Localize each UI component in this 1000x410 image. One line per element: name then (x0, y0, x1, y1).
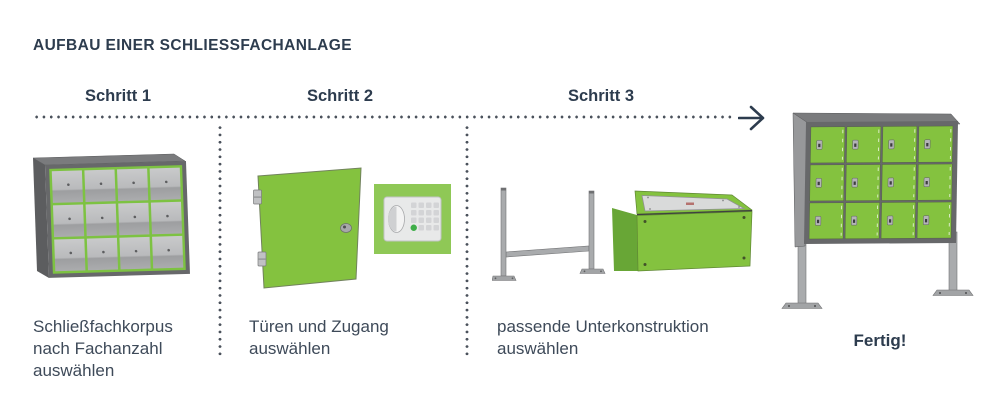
door-hinge-bottom (257, 251, 267, 267)
separator-step1-step2 (218, 124, 222, 358)
locker-corpus-graphic (32, 153, 190, 278)
result-label: Fertig! (853, 331, 907, 350)
assembled-locker-graphic (781, 112, 974, 309)
step-1-caption: Schließfachkorpus nach Fachanzahl auswäh… (33, 317, 173, 380)
keypad-keys (410, 202, 439, 231)
door-lock (340, 223, 352, 233)
locker-front-grid (804, 120, 958, 244)
keypad-lock-graphic (374, 184, 451, 254)
door-hinge-top (253, 189, 262, 205)
stand-frame-graphic (492, 187, 606, 281)
step-3-caption: passende Unterkonstruktion auswählen (497, 317, 709, 358)
corpus-front-grid (45, 160, 190, 278)
arrow-right-icon (738, 105, 765, 131)
base-plinth-graphic (612, 190, 754, 272)
step-1-label: Schritt 1 (85, 87, 152, 105)
step-2-caption: Türen und Zugang auswählen (249, 317, 389, 358)
timeline-dotted-line (33, 115, 735, 119)
keypad-knob (388, 205, 405, 233)
locker-door-graphic (253, 167, 362, 289)
separator-step2-step3 (465, 124, 469, 358)
step-2-label: Schritt 2 (307, 87, 374, 105)
step-3-label: Schritt 3 (568, 87, 635, 105)
keypad-ok-key (410, 224, 417, 231)
page-title: AUFBAU EINER SCHLIESSFACHANLAGE (33, 37, 352, 54)
